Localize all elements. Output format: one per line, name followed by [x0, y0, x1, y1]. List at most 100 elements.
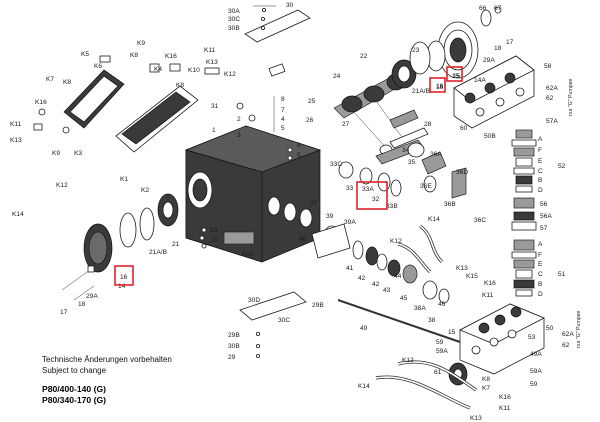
label-21AB-left: 21A/B: [149, 249, 168, 256]
label-21: 21: [172, 241, 180, 248]
label-30: 30: [286, 2, 294, 9]
label-A-2: A: [538, 241, 543, 248]
label-28: 28: [424, 121, 432, 128]
label-38: 38: [428, 317, 436, 324]
label-39: 39: [326, 213, 334, 220]
part-labels: 30A 30C 30B 30 66 67 29A 18 17 14A 15 16…: [10, 2, 574, 422]
label-C-1: C: [538, 168, 543, 175]
label-13-b: 13: [210, 237, 218, 244]
label-K14-a: K14: [12, 211, 24, 218]
label-56: 56: [540, 201, 548, 208]
model-line-1: P80/400-140 (G): [42, 384, 106, 394]
label-29B-2: 29B: [228, 332, 240, 339]
label-8: 8: [281, 96, 285, 103]
label-16-hl: 16: [436, 84, 444, 91]
label-K8-c: K8: [63, 79, 71, 86]
label-45: 45: [400, 295, 408, 302]
label-K5: K5: [81, 51, 89, 58]
model-line-2: P80/340-170 (G): [42, 395, 106, 405]
label-49A: 49A: [530, 351, 542, 358]
label-3: 3: [237, 132, 241, 139]
hose-middle: [397, 224, 444, 274]
label-35: 35: [408, 159, 416, 166]
label-17-top: 17: [506, 39, 514, 46]
label-36B: 36B: [444, 201, 456, 208]
label-36D: 36D: [456, 169, 468, 176]
label-36C: 36C: [474, 217, 486, 224]
label-18-top: 18: [494, 45, 502, 52]
label-30A: 30A: [228, 8, 240, 15]
label-K8-d: K8: [482, 376, 490, 383]
label-62A-bottom: 62A: [562, 331, 574, 338]
label-K10: K10: [188, 67, 200, 74]
label-30C: 30C: [228, 16, 240, 23]
label-59A: 59A: [530, 368, 542, 375]
label-B-2: B: [538, 281, 543, 288]
label-K12-d: K12: [402, 357, 414, 364]
label-40: 40: [299, 236, 307, 243]
label-K16-a: K16: [165, 53, 177, 60]
label-29: 29: [228, 354, 236, 361]
label-K11-d: K11: [499, 405, 511, 412]
label-59-b: 59: [436, 339, 444, 346]
cover-plate-30D: [239, 291, 307, 358]
label-K13-d: K13: [470, 415, 482, 422]
label-F-1: F: [538, 147, 542, 154]
label-29A-top: 29A: [483, 57, 495, 64]
label-25: 25: [308, 98, 316, 105]
label-27: 27: [342, 121, 350, 128]
label-61: 61: [434, 369, 442, 376]
label-E-2: E: [538, 261, 543, 268]
label-14A: 14A: [474, 77, 486, 84]
label-57: 57: [540, 225, 548, 232]
label-30D: 30D: [248, 297, 260, 304]
bolts-left: [61, 265, 95, 301]
label-4: 4: [281, 116, 285, 123]
label-29B: 29B: [312, 302, 324, 309]
label-26: 26: [306, 117, 314, 124]
label-44: 44: [394, 273, 402, 280]
label-14-left: 14: [118, 283, 126, 290]
label-36E: 36E: [420, 183, 432, 190]
label-34: 34: [402, 147, 410, 154]
label-K7-b: K7: [482, 385, 490, 392]
cover-plate-30: [244, 5, 311, 43]
label-15-hl: 15: [453, 73, 461, 80]
label-5: 5: [281, 125, 285, 132]
label-F-2: F: [538, 252, 542, 259]
label-15-b: 15: [448, 329, 456, 336]
label-22: 22: [360, 53, 368, 60]
label-30C-2: 30C: [278, 317, 290, 324]
label-52: 52: [558, 163, 566, 170]
label-B-1: B: [538, 177, 543, 184]
label-K2: K2: [141, 187, 149, 194]
label-30B: 30B: [228, 25, 240, 32]
label-A-1: A: [538, 136, 543, 143]
label-21AB-top: 21A/B: [412, 88, 431, 95]
pump-head-50: [459, 303, 545, 375]
label-K9-b: K9: [52, 150, 60, 157]
label-5b: 5: [297, 152, 301, 159]
label-K11-a: K11: [204, 47, 216, 54]
label-16-left: 16: [120, 274, 128, 281]
highlight-15-top: [446, 66, 463, 82]
label-50: 50: [546, 325, 554, 332]
label-33B: 33B: [386, 203, 398, 210]
seal-row-middle: [311, 223, 461, 343]
label-16-top: 16: [436, 83, 444, 90]
label-18-left: 18: [78, 301, 86, 308]
label-K12-b: K12: [56, 182, 68, 189]
label-K16-b: K16: [35, 99, 47, 106]
fitting-group-top: [33, 55, 286, 134]
label-7: 7: [281, 107, 285, 114]
label-51: 51: [558, 271, 566, 278]
label-24: 24: [333, 73, 341, 80]
seal-row-upper: [338, 142, 467, 199]
label-50B: 50B: [484, 133, 496, 140]
label-62-top: 62: [546, 95, 554, 102]
label-K14-c: K14: [358, 383, 370, 390]
label-K9: K9: [137, 40, 145, 47]
label-46: 46: [438, 301, 446, 308]
label-30B-2: 30B: [228, 343, 240, 350]
